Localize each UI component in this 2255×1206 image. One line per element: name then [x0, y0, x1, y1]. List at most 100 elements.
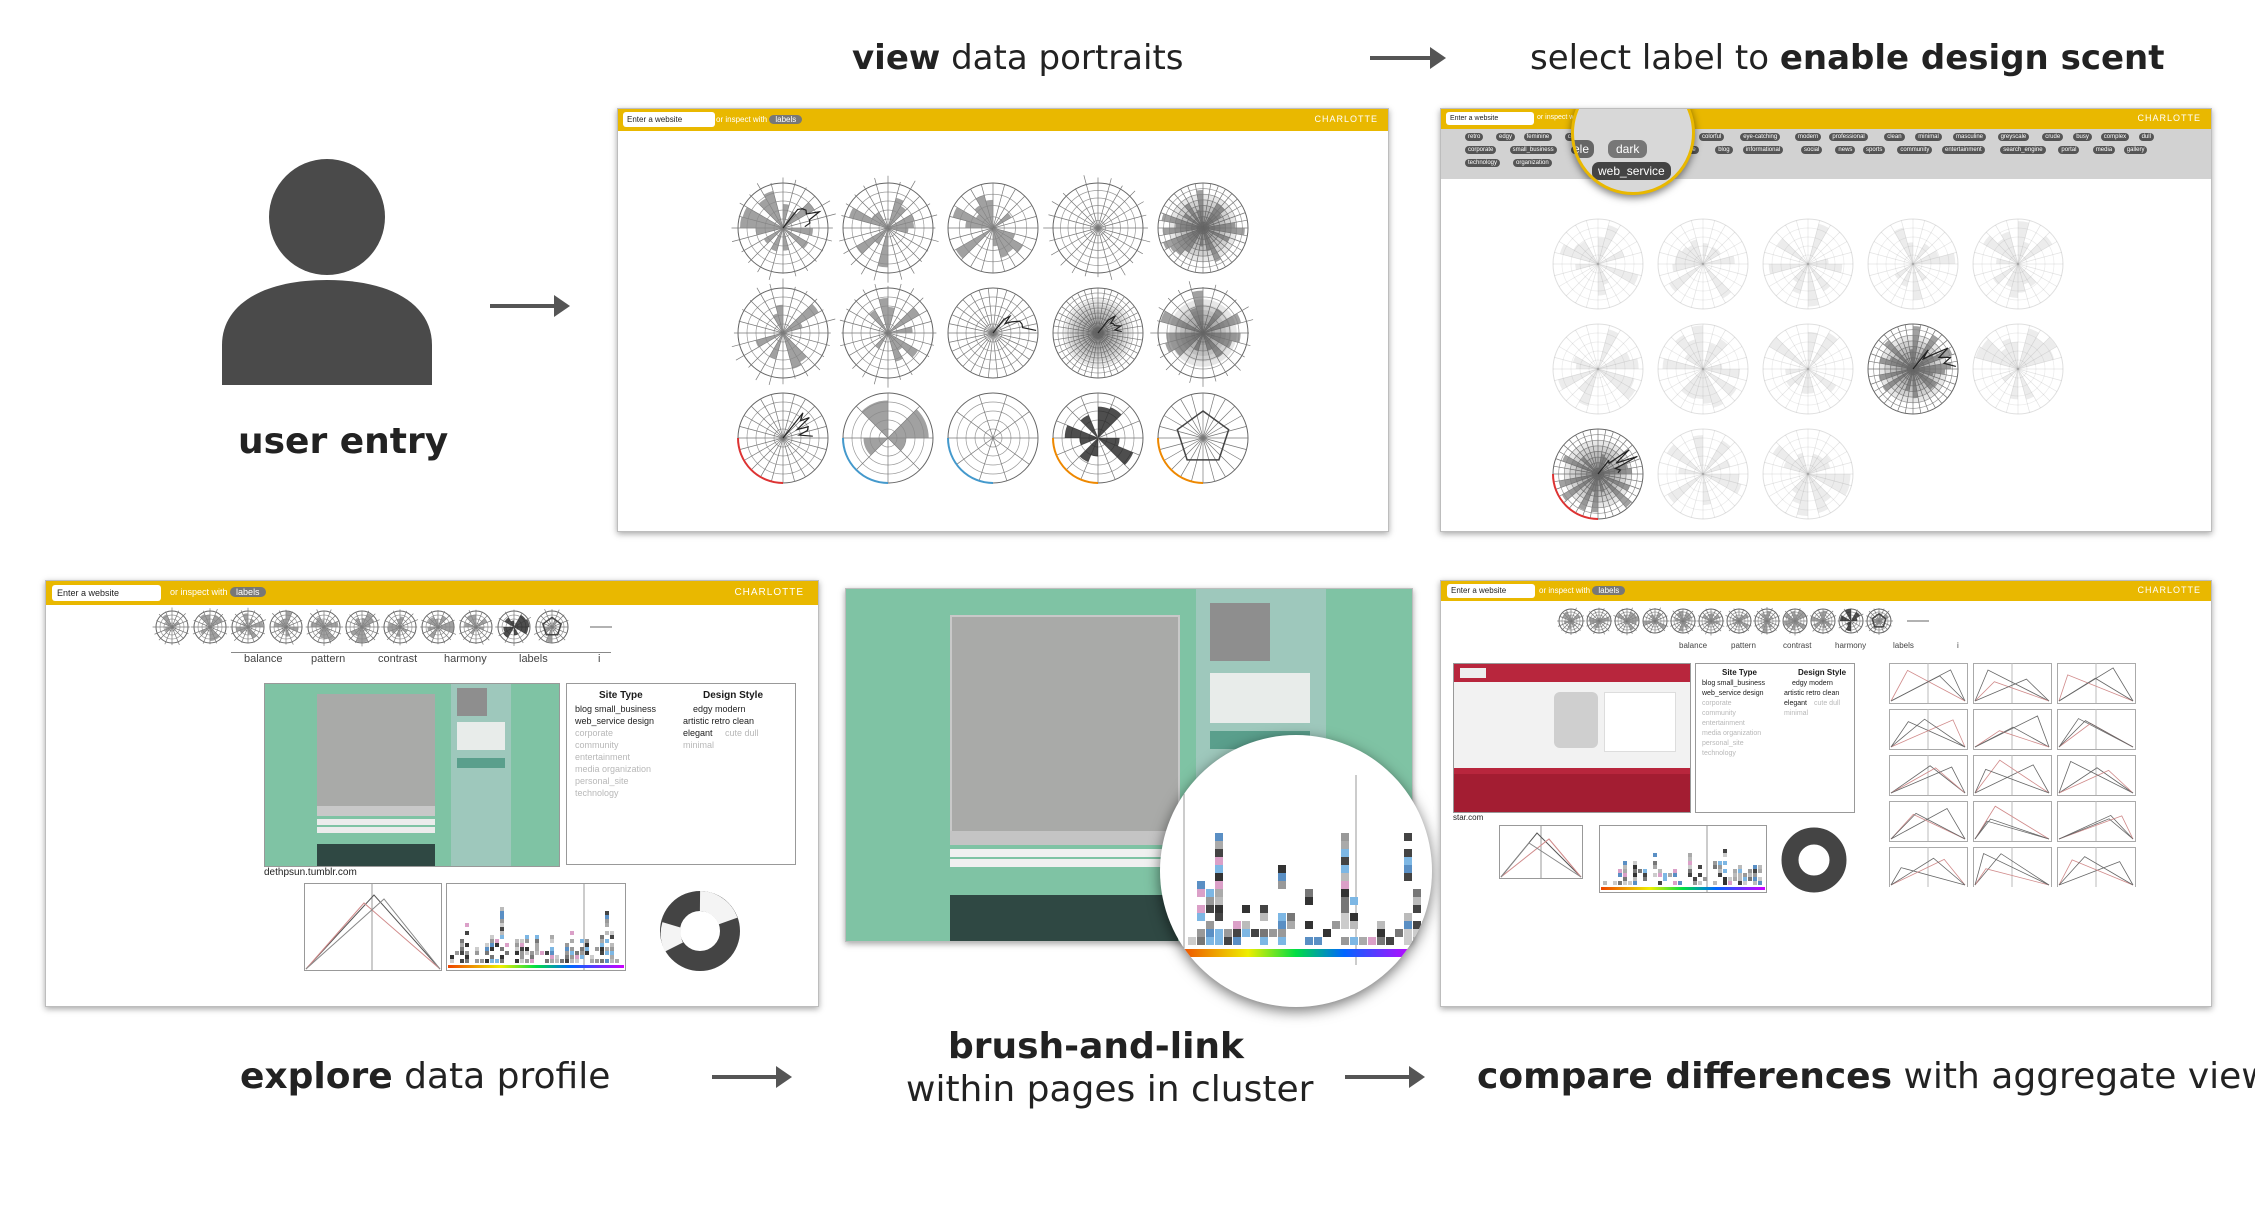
histogram-cell[interactable]: [1341, 833, 1349, 841]
tag-dark[interactable]: dark: [1608, 140, 1648, 158]
histogram-cell[interactable]: [1413, 937, 1421, 945]
histogram-cell[interactable]: [1269, 929, 1277, 937]
histogram-cell[interactable]: [1305, 937, 1313, 945]
histogram-cell[interactable]: [1733, 869, 1737, 873]
histogram-cell[interactable]: [520, 939, 524, 943]
histogram-cell[interactable]: [1197, 929, 1205, 937]
label-tag[interactable]: colorful: [1699, 133, 1725, 141]
histogram-cell[interactable]: [605, 947, 609, 951]
radial-glyph-icon[interactable]: [1150, 281, 1254, 387]
radial-glyph-icon[interactable]: [1586, 607, 1613, 635]
histogram-cell[interactable]: [450, 959, 454, 963]
histogram-cell[interactable]: [1723, 877, 1727, 881]
tag-ele[interactable]: ele: [1574, 140, 1595, 158]
histogram-cell[interactable]: [525, 947, 529, 951]
histogram-cell[interactable]: [500, 919, 504, 923]
histogram-cell[interactable]: [1341, 865, 1349, 873]
histogram-cell[interactable]: [525, 935, 529, 939]
histogram-cell[interactable]: [1305, 889, 1313, 897]
histogram-cell[interactable]: [580, 939, 584, 943]
label-tag[interactable]: retro: [1465, 133, 1484, 141]
tag-web-service[interactable]: web_service: [1592, 162, 1671, 180]
aggregate-chart[interactable]: [1889, 847, 1968, 887]
histogram-cell[interactable]: [1688, 853, 1692, 857]
histogram-cell[interactable]: [1758, 877, 1762, 881]
histogram-cell[interactable]: [1663, 873, 1667, 877]
aggregate-chart[interactable]: [2057, 847, 2136, 887]
histogram-cell[interactable]: [1743, 881, 1747, 885]
histogram-cell[interactable]: [530, 959, 534, 963]
histogram-cell[interactable]: [1738, 869, 1742, 873]
histogram-cell[interactable]: [1673, 873, 1677, 877]
radial-glyph-icon[interactable]: [1552, 428, 1644, 520]
histogram-cell[interactable]: [500, 911, 504, 915]
histogram-cell[interactable]: [600, 947, 604, 951]
histogram-cell[interactable]: [465, 955, 469, 959]
histogram-cell[interactable]: [1404, 849, 1412, 857]
histogram-cell[interactable]: [1278, 913, 1286, 921]
histogram-cell[interactable]: [1688, 869, 1692, 873]
histogram-cell[interactable]: [1242, 921, 1250, 929]
radial-glyph-icon[interactable]: [1043, 175, 1151, 281]
radial-glyph-icon[interactable]: [190, 608, 230, 645]
histogram-cell[interactable]: [550, 939, 554, 943]
histogram-cell[interactable]: [1341, 913, 1349, 921]
radial-glyph-icon[interactable]: [1696, 608, 1725, 636]
tab-pattern[interactable]: pattern: [1731, 641, 1756, 650]
histogram-cell[interactable]: [1413, 897, 1421, 905]
histogram-cell[interactable]: [1341, 873, 1349, 881]
histogram-cell[interactable]: [1341, 841, 1349, 849]
histogram-cell[interactable]: [1643, 869, 1647, 873]
histogram-cell[interactable]: [585, 951, 589, 955]
histogram-cell[interactable]: [610, 951, 614, 955]
site-type-inactive-6[interactable]: technology: [1702, 750, 1736, 757]
histogram-cell[interactable]: [1233, 921, 1241, 929]
aggregate-chart[interactable]: [1973, 709, 2052, 750]
label-tag[interactable]: dull: [2138, 133, 2154, 141]
histogram-cell[interactable]: [605, 911, 609, 915]
tab-labels[interactable]: labels: [519, 653, 548, 665]
histogram-cell[interactable]: [1758, 865, 1762, 869]
histogram-cell[interactable]: [460, 939, 464, 943]
histogram-cell[interactable]: [1422, 929, 1430, 937]
radial-glyph-icon[interactable]: [839, 175, 939, 283]
design-style-active-1[interactable]: edgy modern: [693, 704, 746, 714]
aggregate-chart[interactable]: [1889, 755, 1968, 796]
design-style-faded-2[interactable]: minimal: [683, 740, 715, 750]
radial-glyph-icon[interactable]: [1752, 606, 1781, 635]
label-tag[interactable]: small_business: [1509, 146, 1557, 154]
label-tag[interactable]: sports: [1863, 146, 1886, 154]
histogram-cell[interactable]: [1638, 869, 1642, 873]
radial-glyph-icon[interactable]: [731, 177, 836, 280]
radial-glyph-icon[interactable]: [1613, 607, 1640, 636]
histogram-cell[interactable]: [1618, 869, 1622, 873]
histogram-cell[interactable]: [1758, 881, 1762, 885]
histogram-cell[interactable]: [565, 951, 569, 955]
histogram-cell[interactable]: [1738, 877, 1742, 881]
histogram-cell[interactable]: [1718, 865, 1722, 869]
histogram-cell[interactable]: [1206, 929, 1214, 937]
histogram-cell[interactable]: [1718, 873, 1722, 877]
histogram-cell[interactable]: [460, 951, 464, 955]
histogram-cell[interactable]: [585, 939, 589, 943]
histogram-cell[interactable]: [1623, 873, 1627, 877]
histogram-cell[interactable]: [515, 947, 519, 951]
histogram-cell[interactable]: [575, 951, 579, 955]
histogram-cell[interactable]: [555, 955, 559, 959]
label-tag[interactable]: eye-catching: [1740, 133, 1781, 141]
histogram-cell[interactable]: [475, 951, 479, 955]
radial-glyph-icon[interactable]: [459, 609, 494, 645]
histogram-cell[interactable]: [1713, 881, 1717, 885]
labels-button[interactable]: labels: [1592, 586, 1626, 595]
site-type-inactive-3[interactable]: entertainment: [575, 752, 631, 762]
histogram-cell[interactable]: [1693, 877, 1697, 881]
tab-info[interactable]: i: [598, 653, 601, 665]
histogram-cell[interactable]: [1197, 881, 1205, 889]
histogram-cell[interactable]: [1623, 861, 1627, 865]
histogram-cell[interactable]: [1206, 905, 1214, 913]
radial-glyph-icon[interactable]: [152, 607, 190, 646]
histogram-cell[interactable]: [610, 947, 614, 951]
histogram-cell[interactable]: [1618, 881, 1622, 885]
label-tag[interactable]: complex: [2100, 133, 2130, 141]
histogram-cell[interactable]: [1413, 905, 1421, 913]
